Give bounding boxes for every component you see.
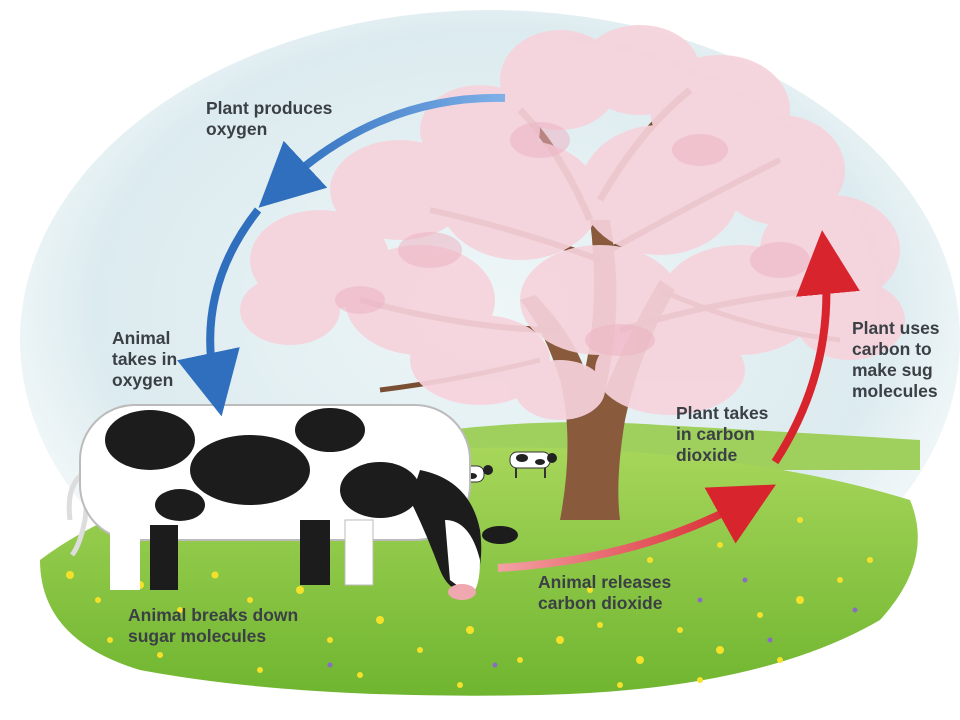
label-animal-breaks-down: Animal breaks down sugar molecules — [128, 605, 299, 646]
co2-arrow-lower — [497, 484, 776, 572]
oxygen-arrow-upper — [258, 93, 506, 208]
blossom-shading — [335, 122, 810, 356]
label-plant-takes-in-co2: Plant takes in carbon dioxide — [676, 403, 769, 465]
label-plant-uses-carbon: Plant uses carbon to make sug molecules — [852, 318, 940, 401]
label-animal-takes-in-oxygen: Animal takes in oxygen — [112, 328, 178, 390]
label-plant-produces-oxygen: Plant produces oxygen — [206, 98, 333, 139]
co2-arrow-upper — [771, 230, 860, 465]
purple-flowers — [327, 577, 858, 668]
label-animal-releases-co2: Animal releases carbon dioxide — [538, 572, 672, 613]
flower-meadow — [66, 517, 873, 688]
cow-illustration — [66, 404, 518, 600]
oxygen-arrow-lower — [177, 207, 262, 417]
